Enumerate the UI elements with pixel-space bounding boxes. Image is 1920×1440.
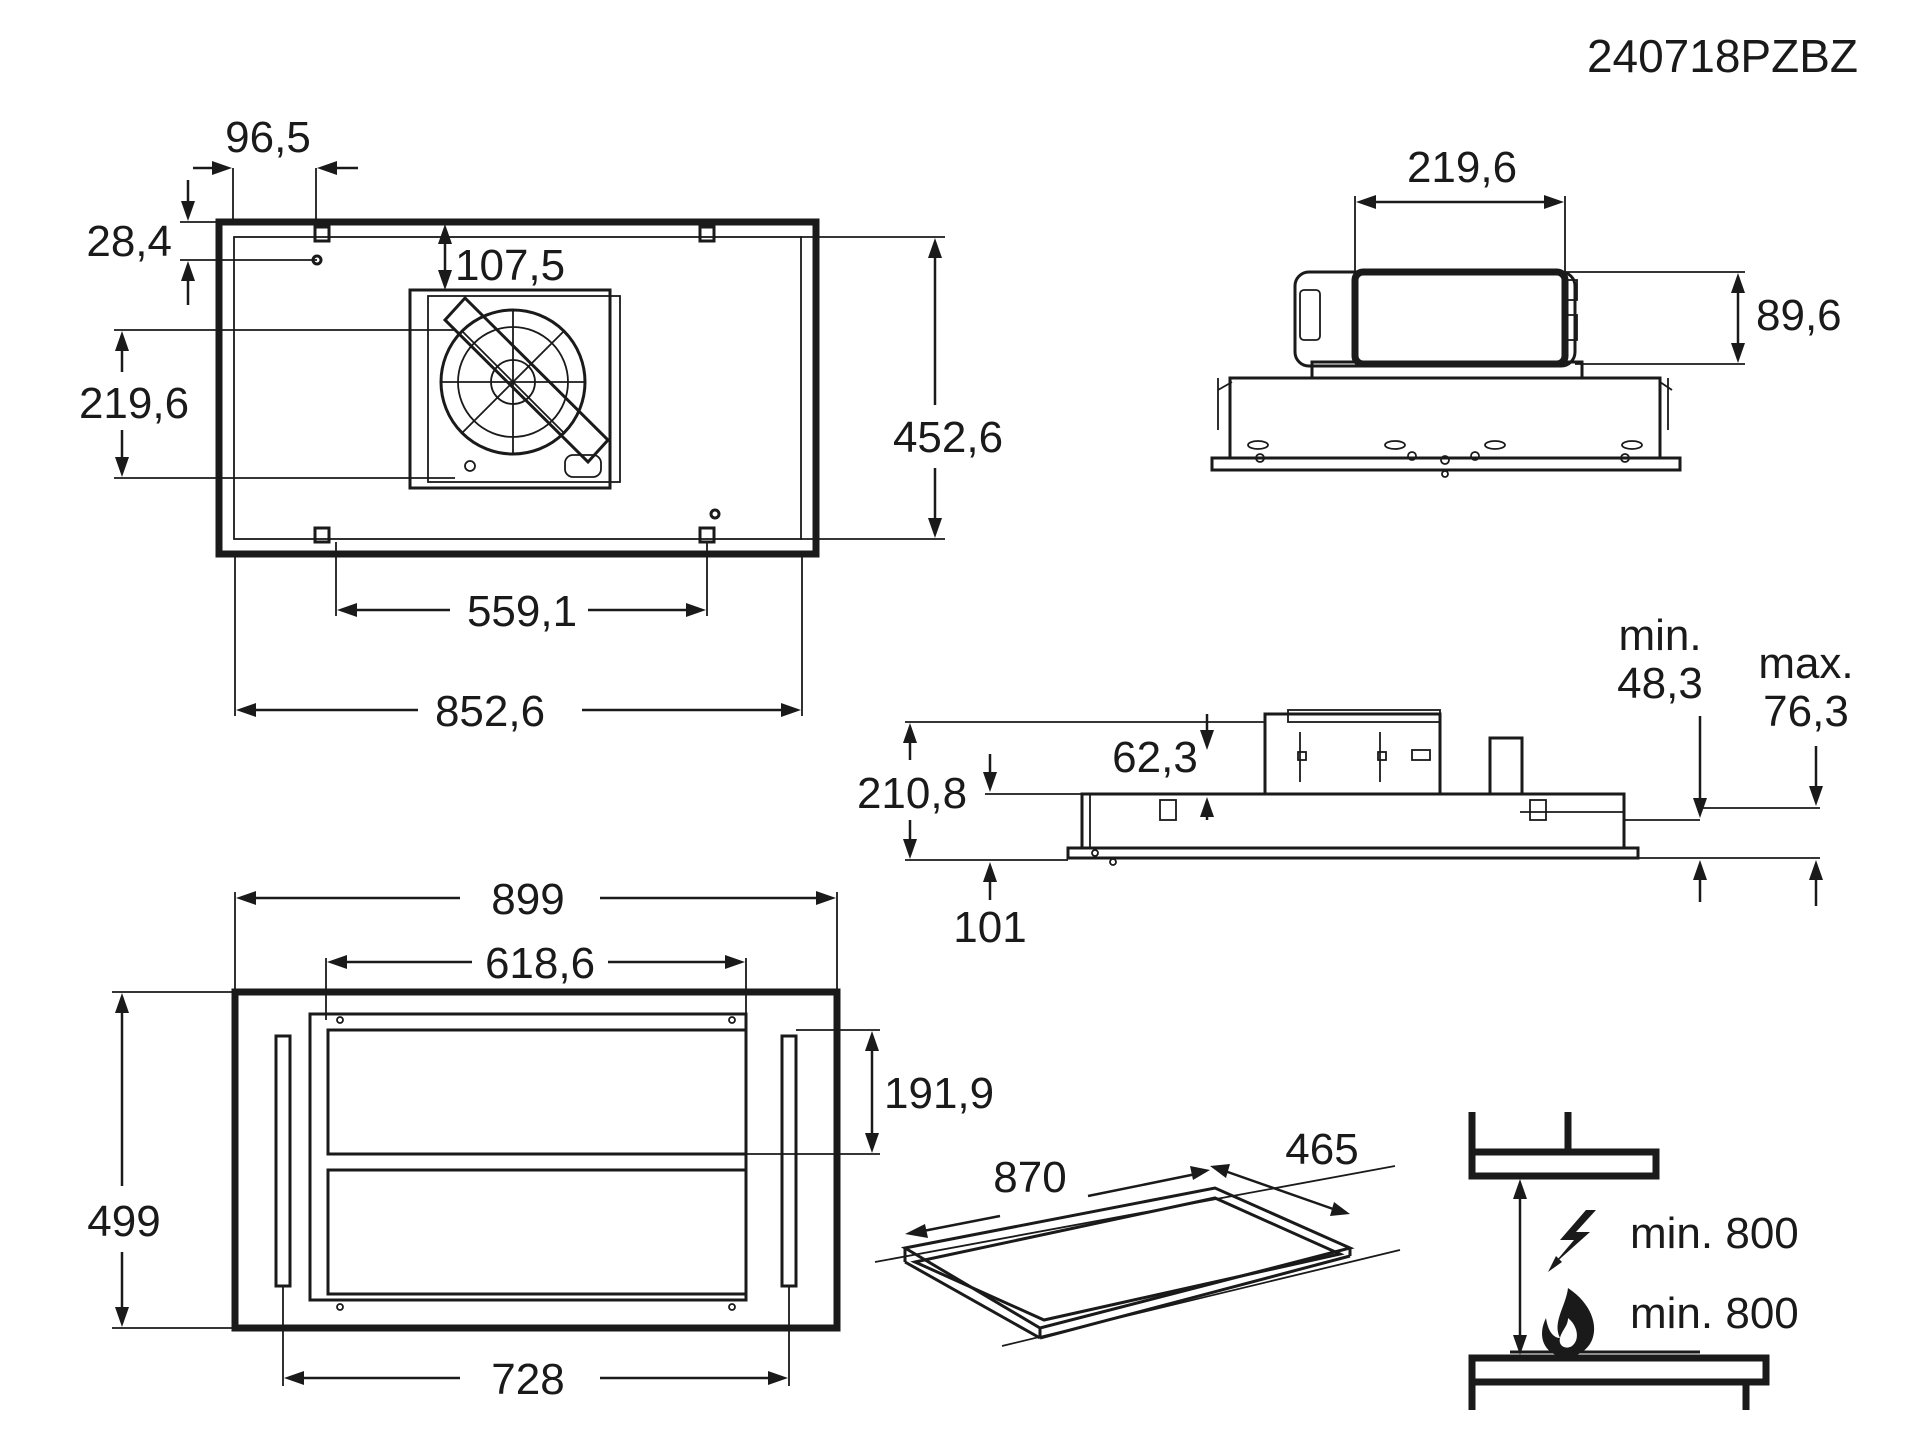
fan-housing [408,288,621,490]
top-view-outline [215,218,820,558]
motor-view: 219,6 89,6 [1210,143,1842,478]
gas-min-label: min. 800 [1630,1289,1799,1338]
top-view: 96,5 28,4 107,5 219,6 452,6 [79,113,1003,736]
dim-62-3: 62,3 [1112,733,1198,782]
dim-219-6-left: 219,6 [79,379,189,428]
flame-icon [1542,1288,1595,1358]
lightning-icon [1548,1210,1596,1272]
bottom-view-outline [231,988,841,1332]
dim-191-9: 191,9 [884,1069,994,1118]
dim-899: 899 [491,875,564,924]
dim-28-4: 28,4 [86,217,172,266]
clearance-view: min. 800 min. 800 [1468,1112,1799,1410]
side-view: 210,8 62,3 101 min. 48,3 max. 76,3 [857,611,1854,952]
dim-107-5: 107,5 [455,241,565,290]
dim-618-6: 618,6 [485,939,595,988]
dim-219-6-motor: 219,6 [1407,143,1517,192]
min-value: 48,3 [1617,659,1703,708]
drawing-code: 240718PZBZ [1587,30,1858,82]
min-label: min. [1618,611,1701,660]
dim-852-6: 852,6 [435,687,545,736]
electric-min-label: min. 800 [1630,1209,1799,1258]
dim-96-5: 96,5 [225,113,311,162]
max-value: 76,3 [1763,687,1849,736]
dim-89-6: 89,6 [1756,291,1842,340]
dim-870: 870 [993,1153,1066,1202]
dim-101: 101 [953,903,1026,952]
dim-499: 499 [87,1197,160,1246]
cutout-view: 870 465 [874,1125,1401,1347]
dim-210-8: 210,8 [857,769,967,818]
dim-559-1: 559,1 [467,587,577,636]
dim-728: 728 [491,1355,564,1404]
max-label: max. [1758,639,1853,688]
dim-465: 465 [1285,1125,1358,1174]
dim-452-6: 452,6 [893,413,1003,462]
bottom-view: 899 618,6 191,9 499 728 [87,875,994,1404]
